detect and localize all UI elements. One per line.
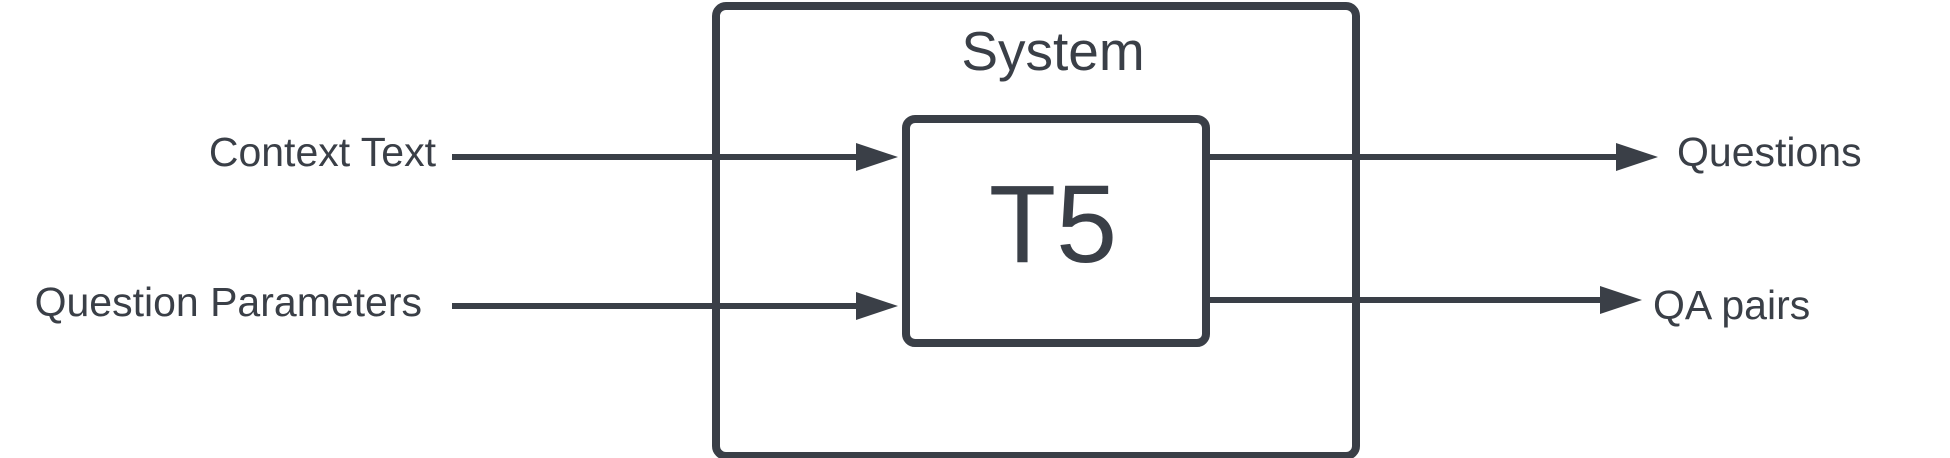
model-name: T5	[989, 163, 1117, 286]
system-box	[712, 2, 1360, 458]
system-title: System	[961, 20, 1144, 82]
output-arrow-qa-pairs-head	[1600, 286, 1642, 314]
output-arrow-questions-head	[1616, 143, 1658, 171]
input-arrow-question-parameters-head	[856, 292, 898, 320]
output-label-qa-pairs: QA pairs	[1653, 282, 1810, 328]
input-arrow-context-text-head	[856, 143, 898, 171]
input-label-context-text: Context Text	[209, 129, 437, 175]
output-label-questions: Questions	[1677, 129, 1862, 175]
input-label-question-parameters: Question Parameters	[35, 279, 422, 325]
model-box	[902, 115, 1210, 347]
